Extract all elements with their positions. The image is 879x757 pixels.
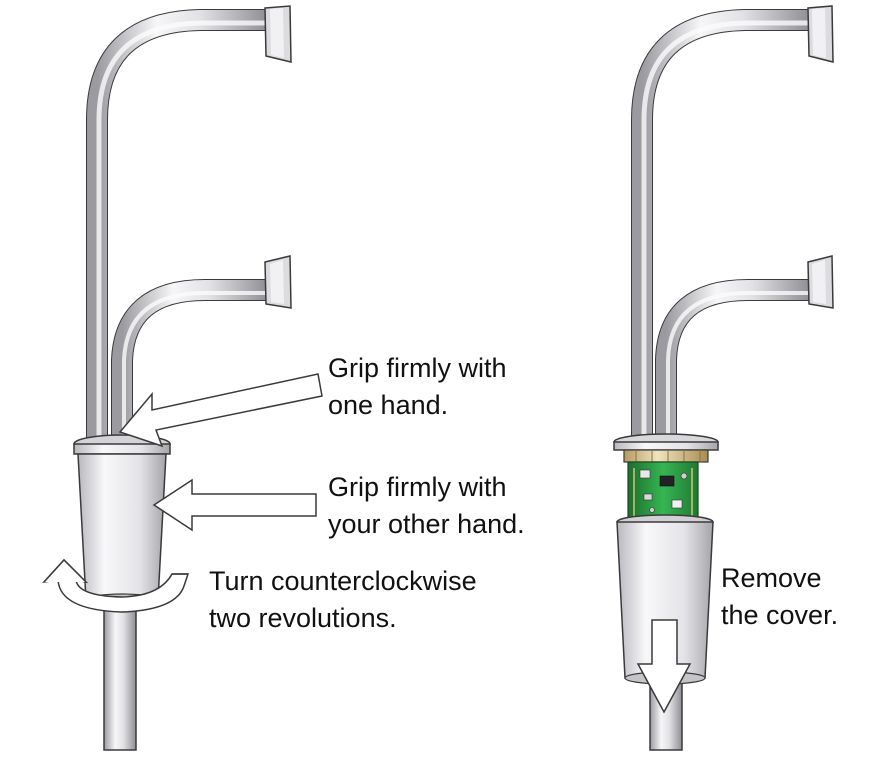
grip-cover-instruction: Grip firmly with your other hand. xyxy=(328,469,525,543)
right-circuit-board xyxy=(627,461,699,523)
turn-instruction: Turn counterclockwise two revolutions. xyxy=(209,563,477,637)
left-lower-pipe xyxy=(103,589,137,751)
left-cover xyxy=(77,453,167,601)
left-faucet xyxy=(42,5,323,751)
grip-cover-arrow xyxy=(152,478,317,532)
turn-line1: Turn counterclockwise xyxy=(209,566,477,596)
remove-line1: Remove xyxy=(721,563,822,593)
right-gold-nut xyxy=(623,449,709,463)
right-faucet xyxy=(613,5,834,751)
turn-line2: two revolutions. xyxy=(209,603,397,633)
grip-cover-line1: Grip firmly with xyxy=(328,472,507,502)
grip-pipe-instruction: Grip firmly with one hand. xyxy=(328,350,507,424)
grip-pipe-line1: Grip firmly with xyxy=(328,353,507,383)
remove-cover-arrow xyxy=(636,619,692,714)
grip-cover-line2: your other hand. xyxy=(328,509,525,539)
remove-line2: the cover. xyxy=(721,600,839,630)
grip-pipe-arrow xyxy=(118,373,323,448)
remove-cover-instruction: Remove the cover. xyxy=(721,560,838,634)
grip-pipe-line2: one hand. xyxy=(328,390,449,420)
